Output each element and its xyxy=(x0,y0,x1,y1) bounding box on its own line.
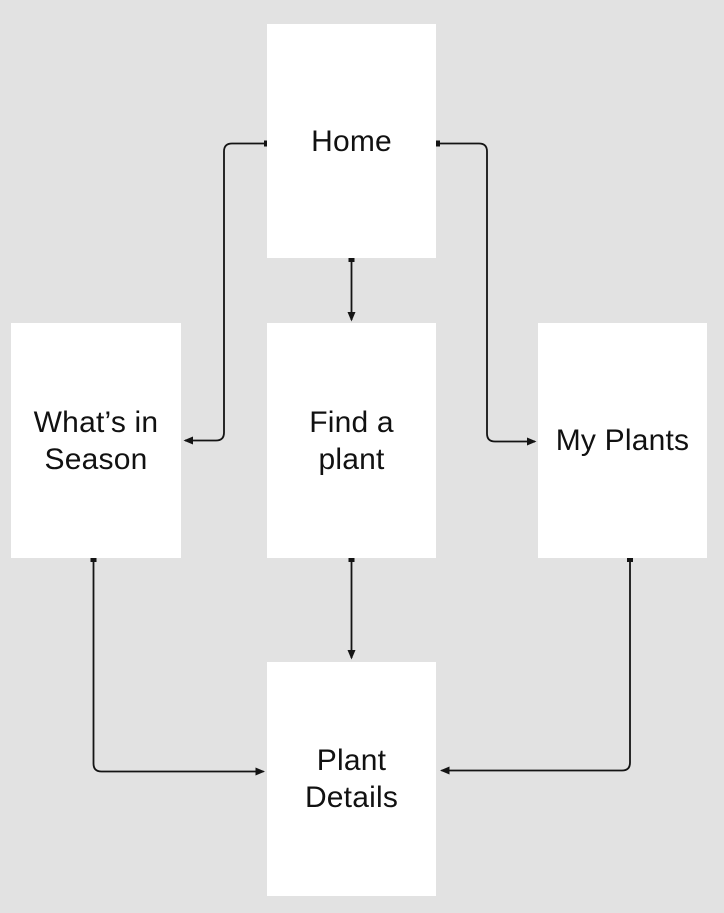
node-find-a-plant: Find a plant xyxy=(267,323,436,558)
node-whats-in-season-label: What’s in Season xyxy=(33,405,159,476)
node-home-label: Home xyxy=(311,124,392,158)
node-my-plants-label: My Plants xyxy=(555,424,690,457)
node-home: Home xyxy=(267,24,436,258)
edge-home-to-whats-in-season xyxy=(183,140,270,445)
node-plant-details: Plant Details xyxy=(267,662,436,896)
node-plant-details-label: Plant Details xyxy=(304,744,399,814)
node-find-a-plant-label: Find a plant xyxy=(309,405,394,476)
edge-home-to-my-plants xyxy=(434,140,537,446)
edge-my-plants-to-plant-details xyxy=(440,556,633,775)
node-whats-in-season: What’s in Season xyxy=(11,323,181,558)
edge-whats-in-season-to-plant-details xyxy=(90,556,265,776)
node-my-plants: My Plants xyxy=(538,323,707,558)
